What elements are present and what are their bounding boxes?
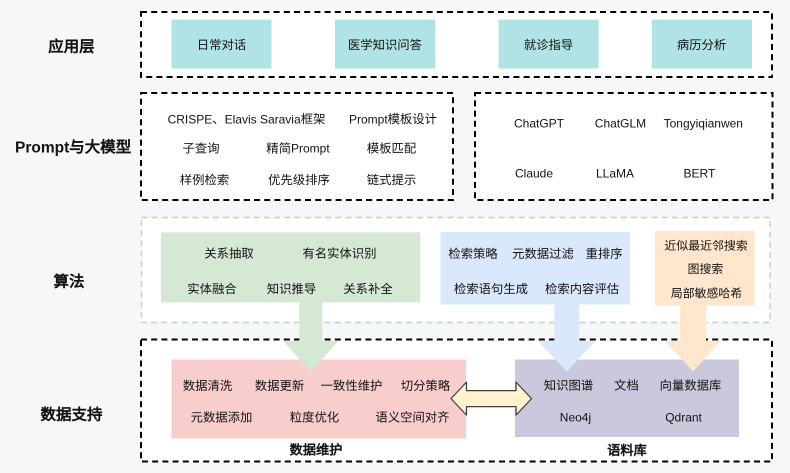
svg-text:Elavis Saravia: Elavis Saravia <box>225 112 301 126</box>
svg-text:Prompt: Prompt <box>291 142 330 156</box>
svg-text:LLaMA: LLaMA <box>596 167 634 181</box>
svg-text:Neo4j: Neo4j <box>560 411 591 425</box>
svg-text:ChatGLM: ChatGLM <box>595 117 646 131</box>
svg-text:ChatGPT: ChatGPT <box>514 117 565 131</box>
svg-text:Tongyiqianwen: Tongyiqianwen <box>664 117 743 131</box>
svg-text:Prompt: Prompt <box>349 112 388 126</box>
svg-text:Claude: Claude <box>515 167 553 181</box>
svg-text:Prompt: Prompt <box>15 139 69 156</box>
svg-text:BERT: BERT <box>684 167 716 181</box>
svg-text:CRISPE: CRISPE <box>168 112 213 126</box>
svg-text:Qdrant: Qdrant <box>665 411 702 425</box>
